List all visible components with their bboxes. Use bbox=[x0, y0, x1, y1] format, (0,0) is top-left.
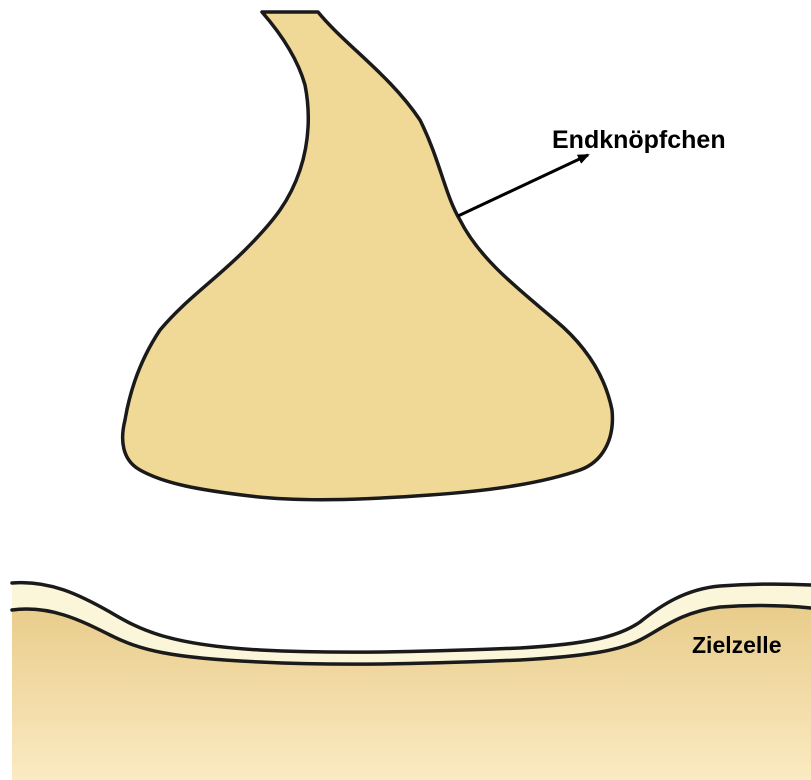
bouton-pointer-arrow bbox=[458, 155, 588, 216]
terminal-bouton-label: Endknöpfchen bbox=[552, 126, 726, 155]
target-cell-label: Zielzelle bbox=[692, 632, 781, 659]
terminal-bouton bbox=[123, 12, 613, 500]
